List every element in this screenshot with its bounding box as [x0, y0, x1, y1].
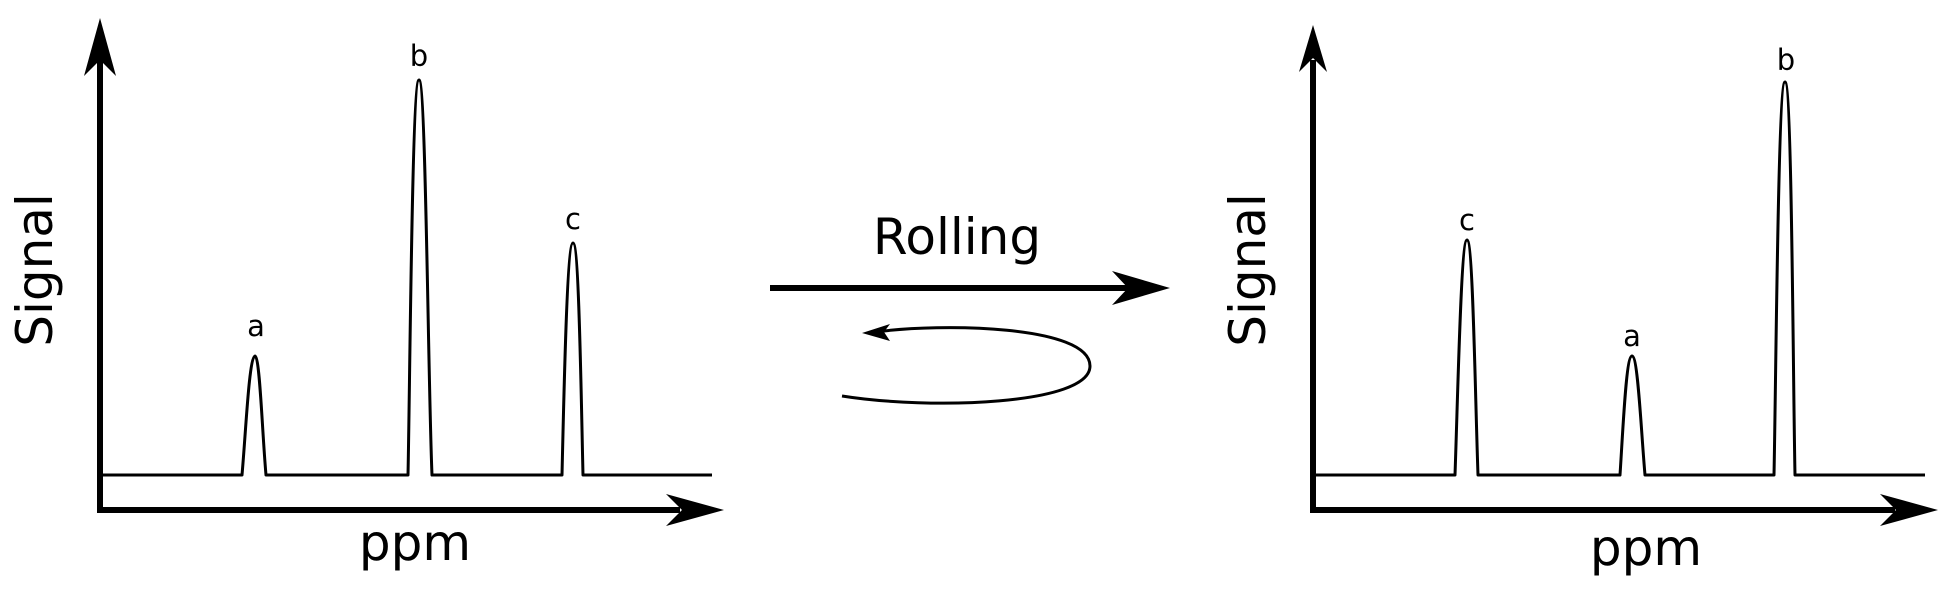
left-x-axis-arrowhead	[666, 494, 724, 526]
right-x-axis-arrowhead	[1880, 494, 1938, 526]
rotation-loop-arrow	[841, 326, 1092, 405]
left-peak-label-c: c	[565, 202, 581, 236]
right-spectrum-trace	[1316, 80, 1925, 477]
left-spectrum-trace	[103, 78, 712, 477]
left-peak-label-b: b	[410, 39, 428, 73]
right-x-axis-label: ppm	[1590, 519, 1702, 577]
left-peak-label-a: a	[247, 309, 265, 343]
rolling-arrowhead	[1112, 271, 1170, 305]
left-spectrum: a b c Signal ppm	[6, 18, 724, 572]
right-spectrum: c a b Signal ppm	[1219, 25, 1938, 577]
right-y-axis-label: Signal	[1219, 193, 1277, 347]
right-peak-label-c: c	[1459, 203, 1475, 237]
left-y-axis-arrowhead	[84, 18, 116, 76]
rolling-label: Rolling	[873, 208, 1041, 266]
left-x-axis-label: ppm	[359, 514, 471, 572]
right-peak-label-a: a	[1623, 319, 1641, 353]
right-peak-label-b: b	[1777, 43, 1795, 77]
rolling-transform: Rolling	[770, 208, 1170, 405]
left-y-axis-label: Signal	[6, 193, 64, 347]
right-y-axis-arrowhead	[1299, 25, 1327, 72]
rotation-loop-arrowhead	[862, 324, 890, 341]
